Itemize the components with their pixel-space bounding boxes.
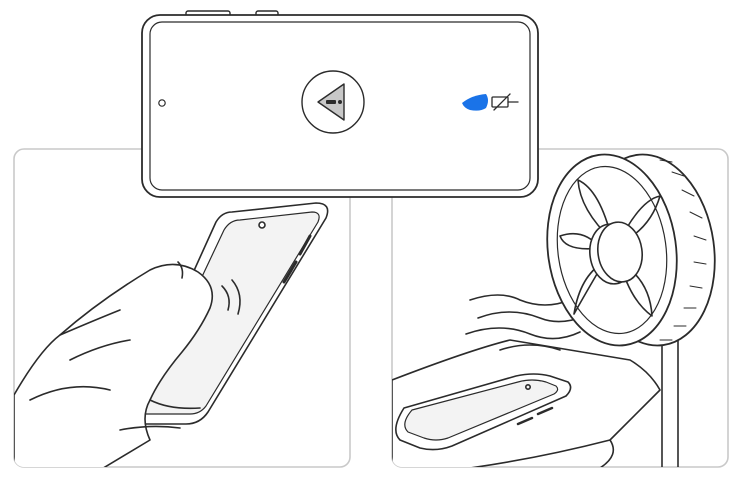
front-camera bbox=[158, 99, 166, 107]
left-panel bbox=[13, 148, 351, 468]
right-panel bbox=[391, 148, 729, 468]
phone-landscape-icon bbox=[141, 10, 539, 198]
fan-icon bbox=[546, 153, 716, 347]
warning-triangle-icon bbox=[301, 70, 365, 134]
wipe-motion-lines bbox=[177, 261, 241, 315]
charging-blocked-icon bbox=[491, 93, 519, 111]
water-drop-icon bbox=[462, 94, 488, 111]
airflow-lines bbox=[465, 294, 586, 351]
phone-on-towel bbox=[395, 373, 572, 451]
phone-being-wiped bbox=[127, 202, 329, 425]
cloth-hand bbox=[14, 263, 214, 467]
